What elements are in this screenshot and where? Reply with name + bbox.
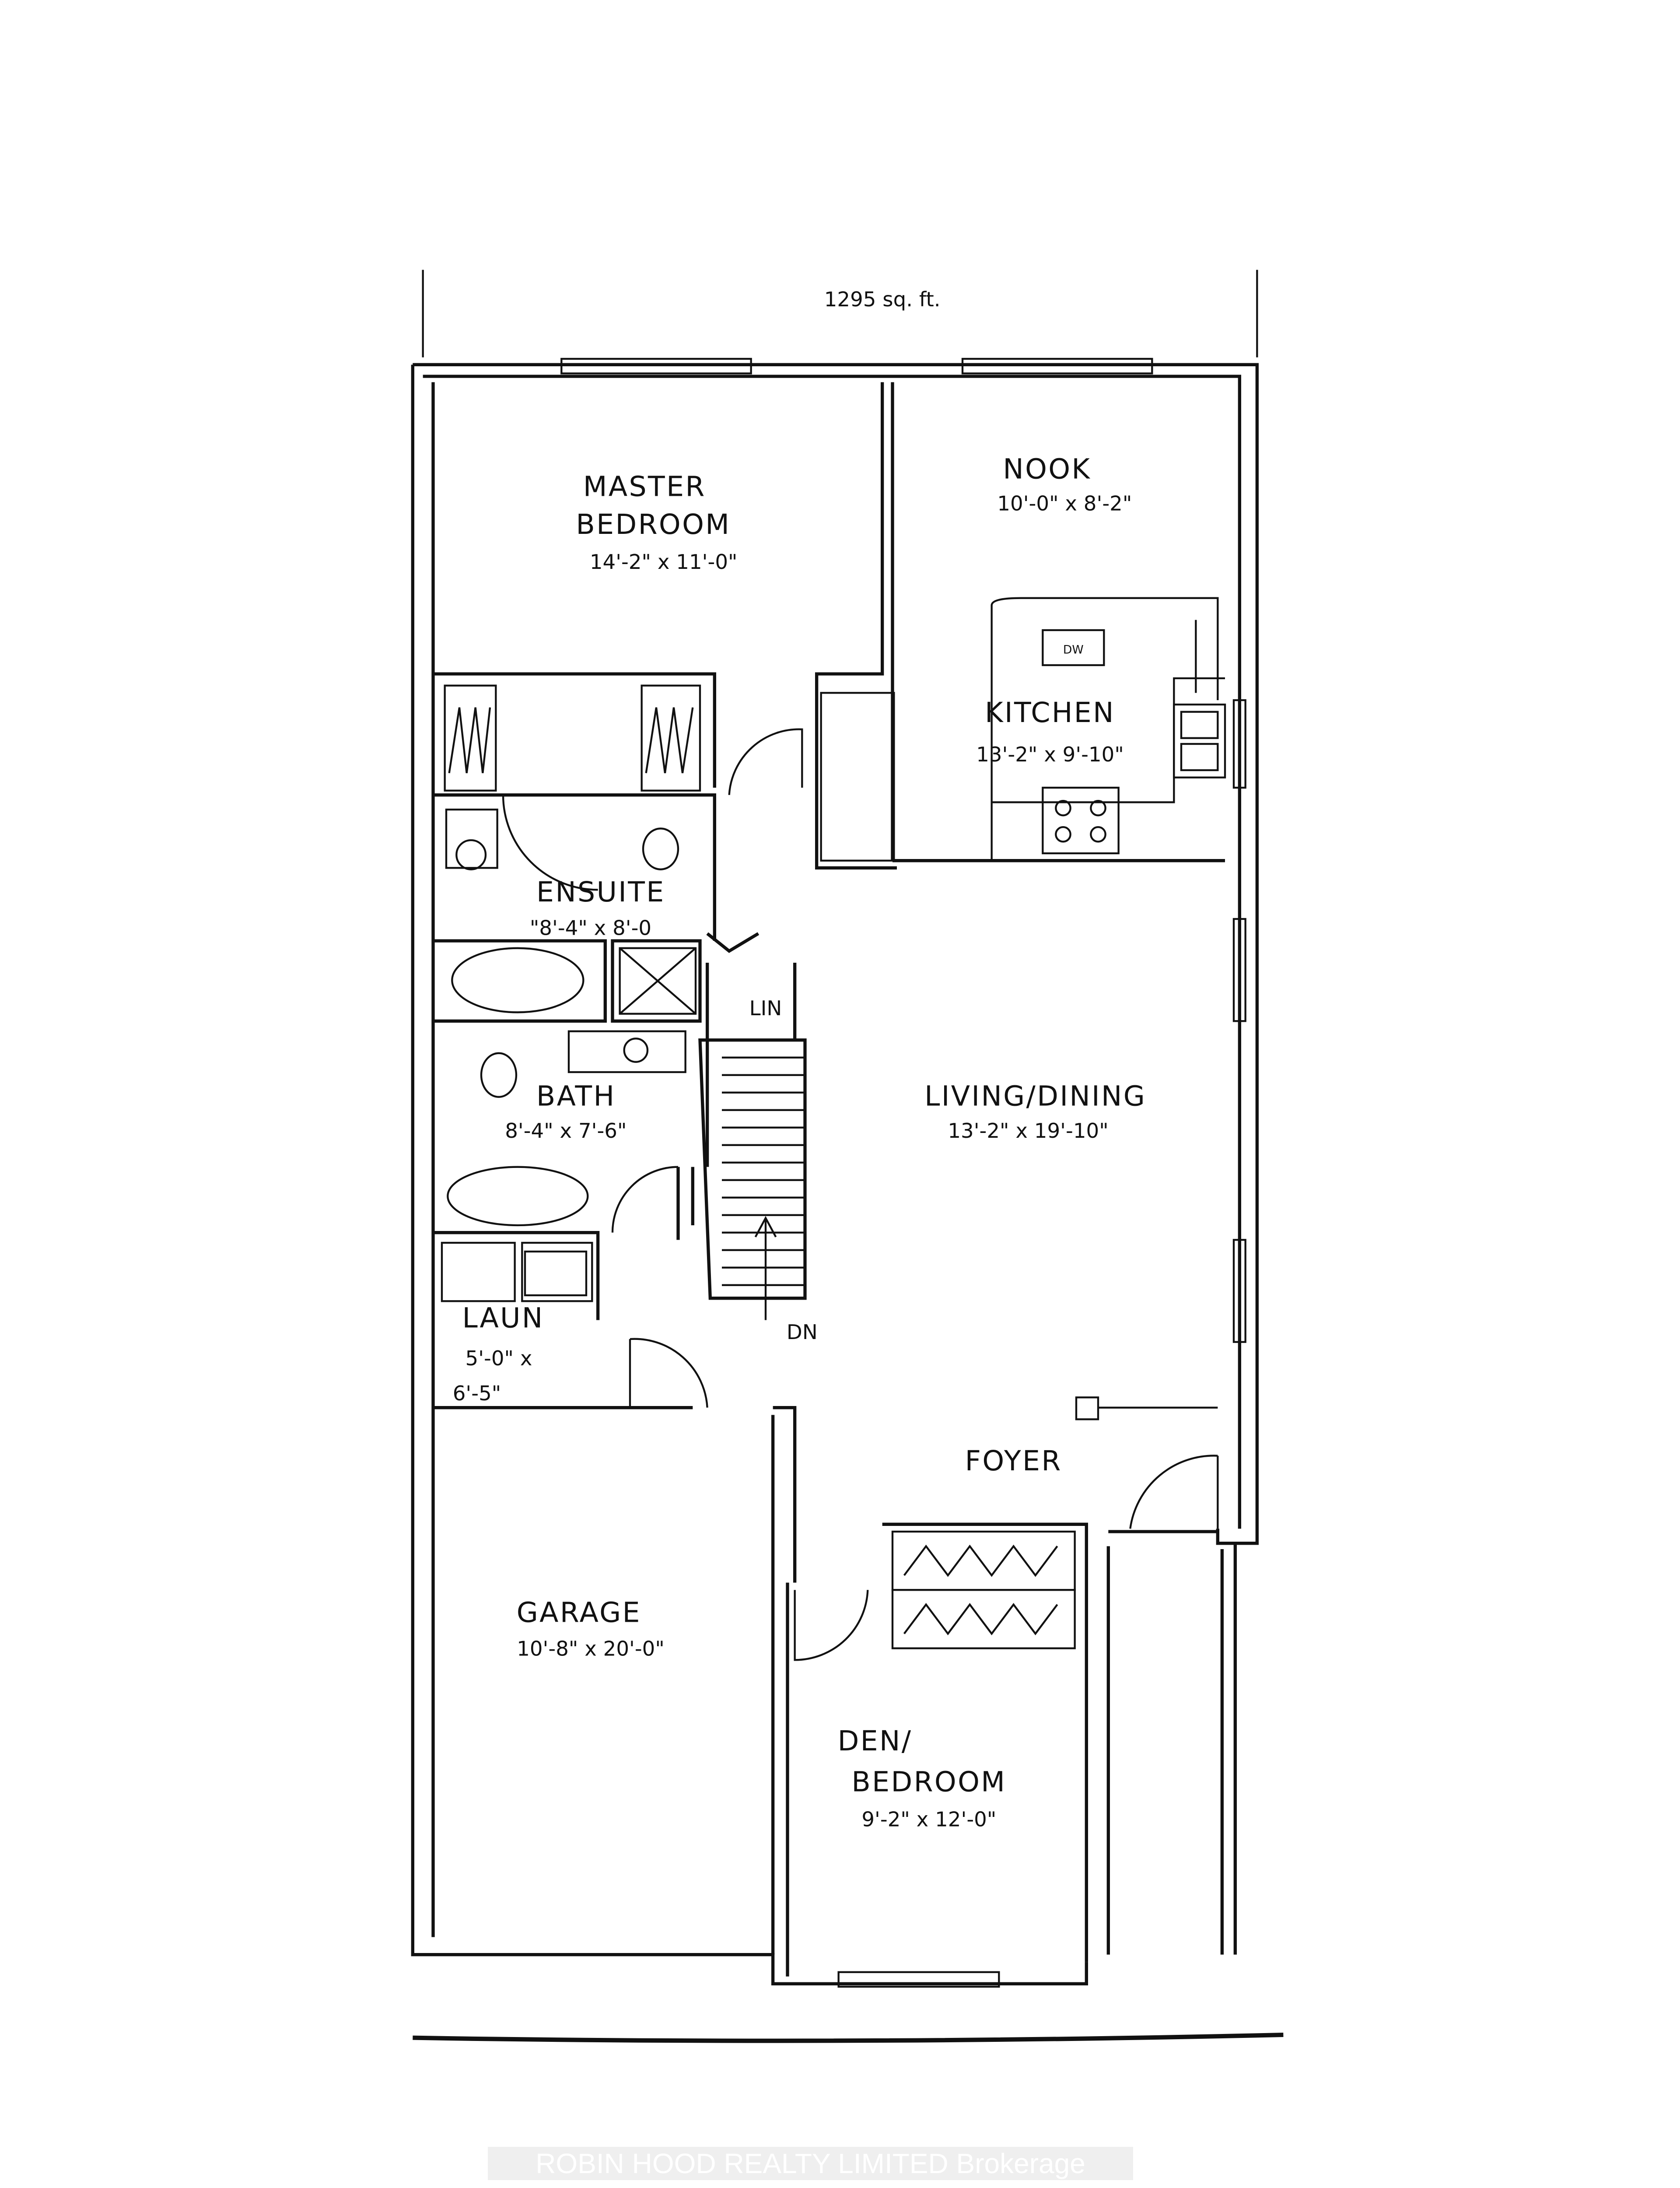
kitchen-sink	[1173, 703, 1226, 778]
nook-label: NOOK	[1003, 452, 1091, 485]
ground-line	[413, 2033, 1284, 2043]
master-bedroom-label-2: BEDROOM	[576, 508, 731, 540]
den-label-2: BEDROOM	[851, 1765, 1006, 1798]
garage-label: GARAGE	[517, 1596, 641, 1629]
nook-size: 10'-0" x 8'-2"	[997, 492, 1132, 516]
living-dining-size: 13'-2" x 19'-10"	[948, 1119, 1108, 1143]
stove	[1042, 786, 1120, 855]
master-bedroom-label: MASTER	[583, 470, 706, 502]
bath-label: BATH	[536, 1080, 616, 1112]
fixtures: DW	[441, 597, 1226, 1420]
laundry-size-1: 5'-0" x	[466, 1347, 532, 1371]
stair-treads	[722, 1056, 805, 1286]
ensuite-tub	[451, 947, 584, 1013]
ensuite-size: "8'-4" x 8'-0	[530, 917, 651, 940]
dishwasher-label: DW	[1063, 643, 1084, 656]
floor-plan: 1295 sq. ft.	[411, 270, 1284, 2043]
stairs-down-label: DN	[787, 1321, 818, 1344]
total-area-label: 1295 sq. ft.	[824, 288, 941, 312]
garage-size: 10'-8" x 20'-0"	[517, 1637, 665, 1661]
ensuite-label: ENSUITE	[536, 876, 665, 908]
exterior-walls	[411, 358, 1259, 1988]
laundry-size-2: 6'-5"	[453, 1382, 501, 1406]
doors	[502, 728, 1219, 1661]
shower	[619, 947, 697, 1015]
kitchen-size: 13'-2" x 9'-10"	[976, 743, 1124, 767]
stair-arrow-icon	[754, 1216, 777, 1320]
closets	[444, 684, 1076, 1649]
dimension-line	[422, 270, 1258, 358]
foyer-label: FOYER	[965, 1445, 1062, 1477]
bath-size: 8'-4" x 7'-6"	[505, 1119, 626, 1143]
kitchen-label: KITCHEN	[985, 696, 1115, 729]
laundry-label: LAUN	[462, 1301, 544, 1334]
living-dining-label: LIVING/DINING	[924, 1080, 1146, 1112]
den-size: 9'-2" x 12'-0"	[861, 1808, 996, 1831]
master-bedroom-size: 14'-2" x 11'-0"	[590, 551, 738, 574]
linen-label: LIN	[749, 997, 782, 1020]
watermark: ROBIN HOOD REALTY LIMITED Brokerage	[488, 2147, 1133, 2180]
interior-walls	[433, 382, 1225, 1977]
den-label: DEN/	[838, 1725, 913, 1757]
